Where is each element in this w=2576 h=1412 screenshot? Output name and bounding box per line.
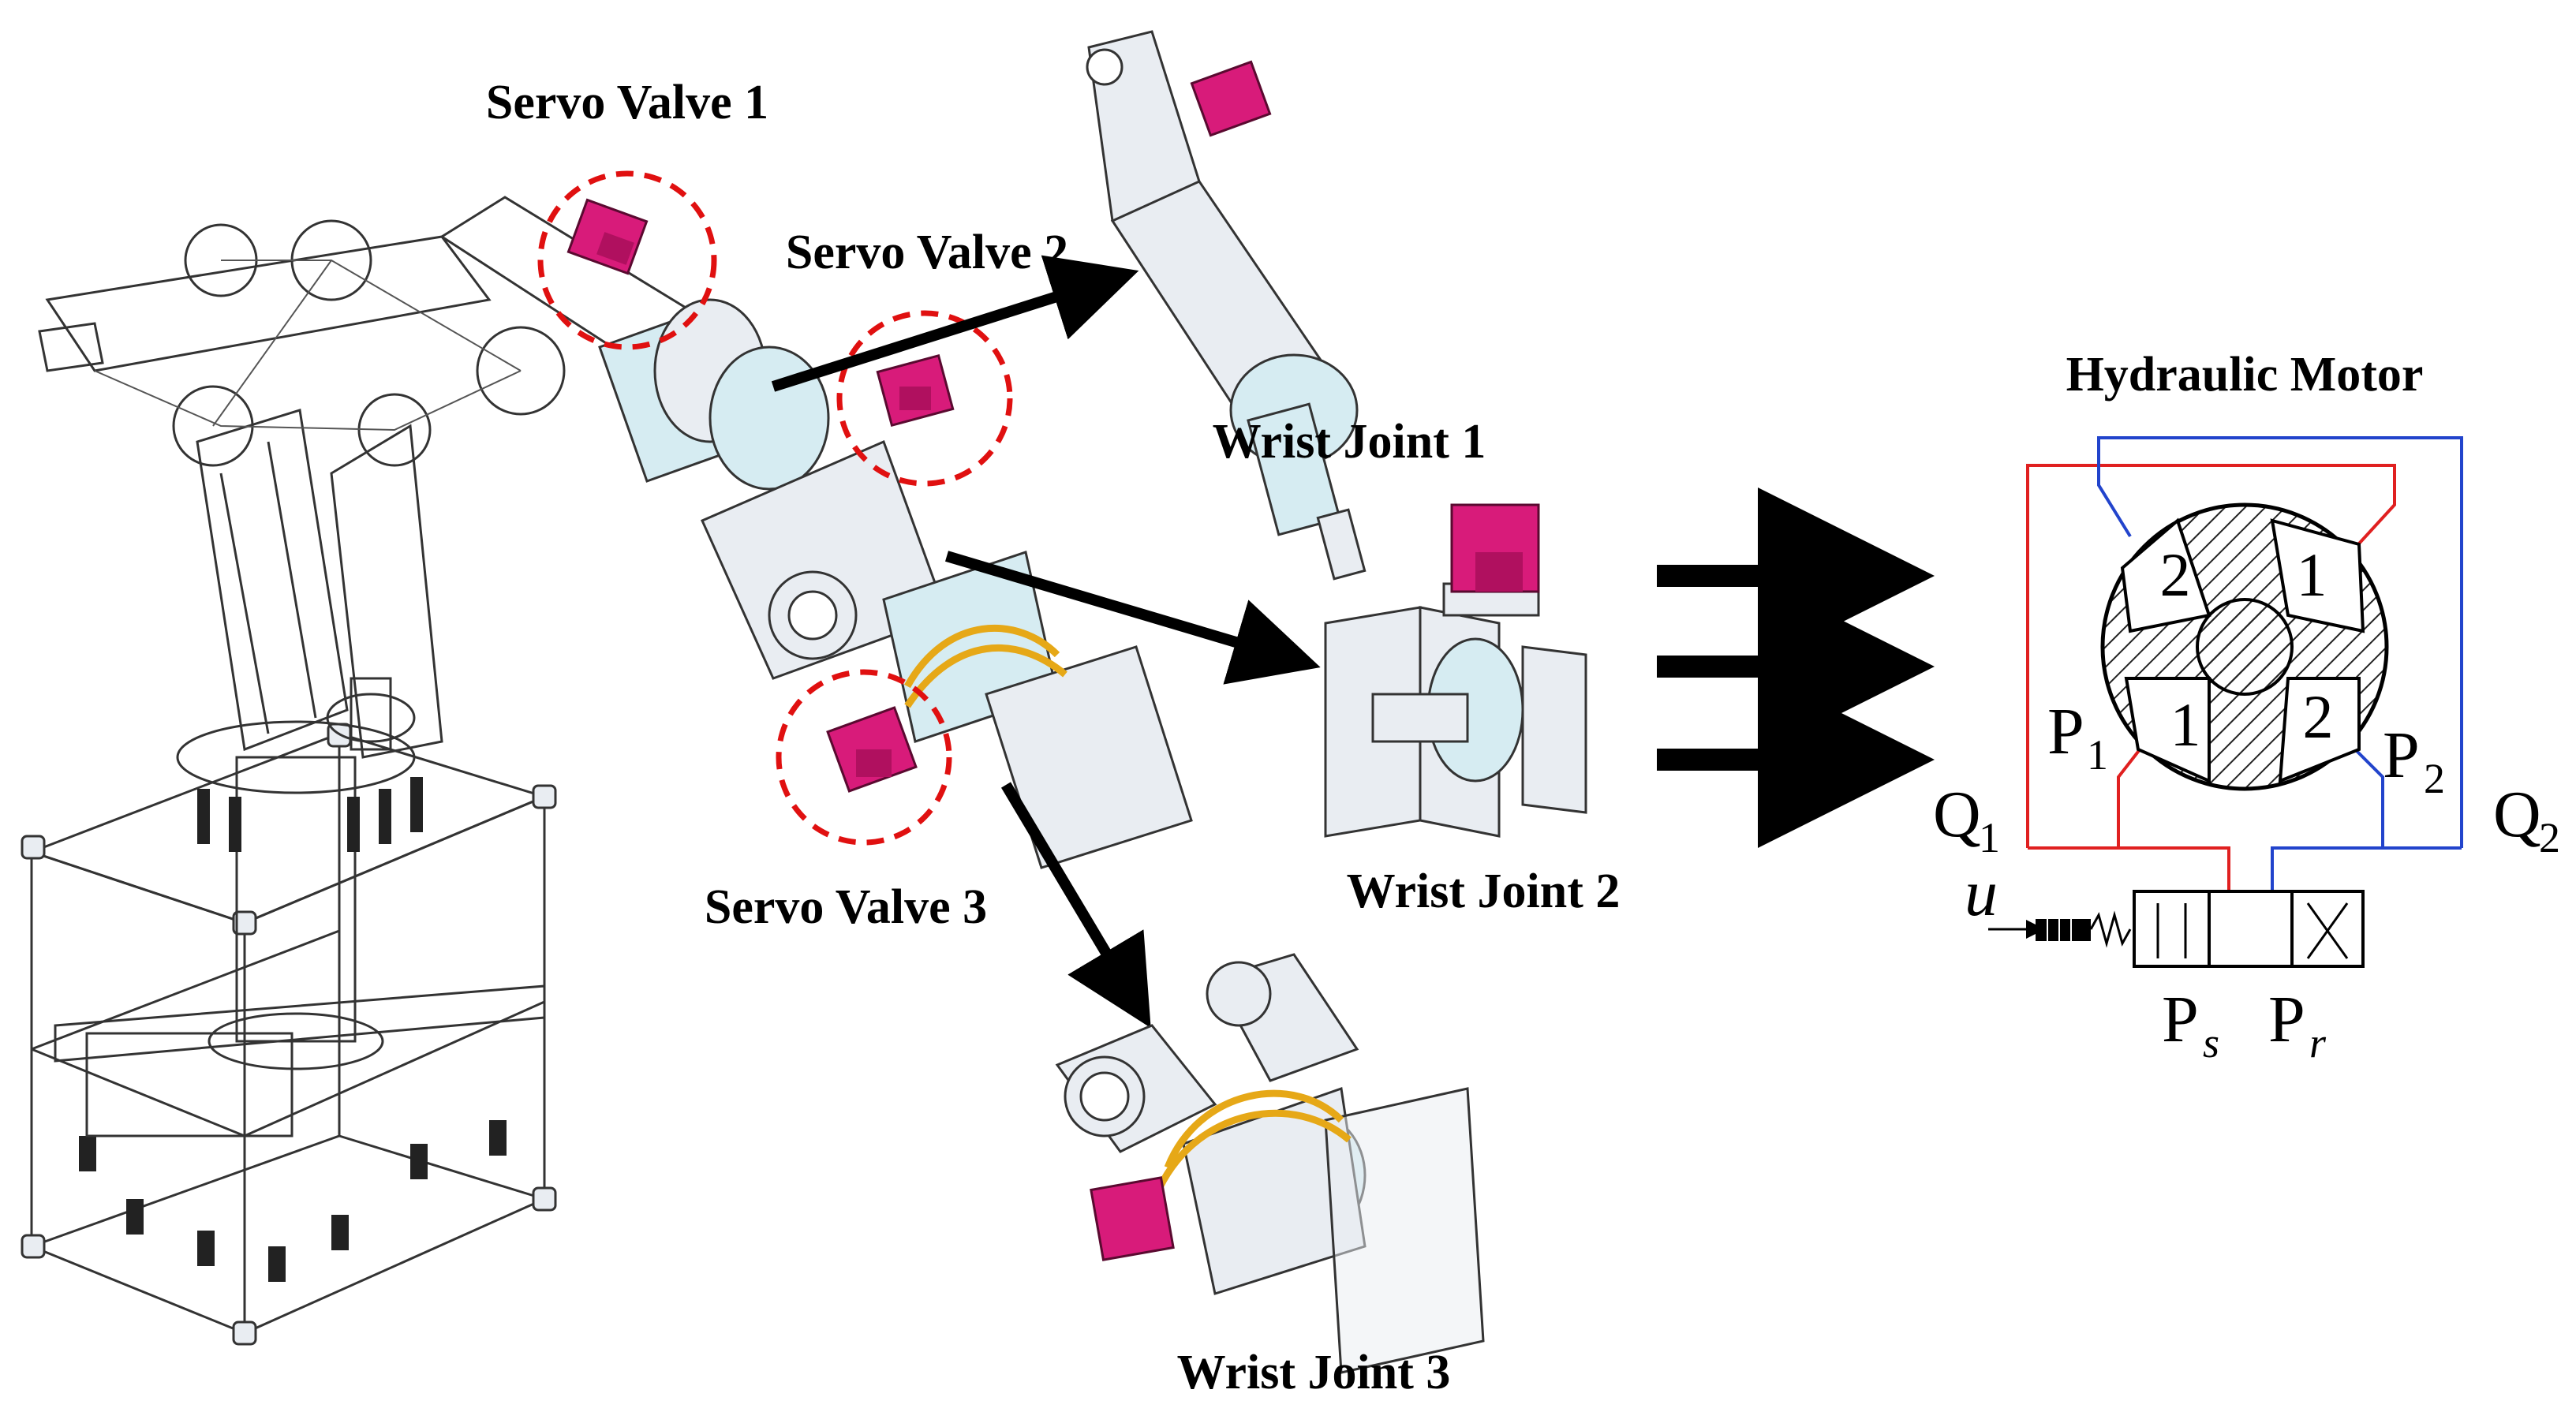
label-servo-valve-3: Servo Valve 3 [705, 880, 987, 934]
hydraulic-motor-schematic: 2 1 1 2 P 1 P 2 Q 1 Q 2 [1933, 436, 2560, 1066]
chamber-label-2-bottom: 2 [2303, 682, 2334, 751]
svg-text:Q: Q [2493, 778, 2541, 851]
wrist-joint-3-model [1055, 953, 1485, 1374]
label-p1: P 1 [2047, 695, 2108, 779]
label-q2: Q 2 [2493, 778, 2560, 861]
conversion-arrows [1657, 487, 1935, 848]
valve-symbol [1988, 890, 2365, 968]
wrist-joint-2-model [1324, 503, 1587, 838]
svg-text:1: 1 [2087, 731, 2108, 779]
arrow-to-wrist-joint-2 [945, 551, 1321, 685]
servo-valve-2-part [876, 354, 955, 427]
label-pr: P r [2268, 983, 2327, 1066]
chamber-label-1-top: 1 [2297, 540, 2327, 609]
svg-text:1: 1 [1979, 814, 2000, 861]
chamber-lower-right [2278, 677, 2361, 784]
servo-valve-3-highlight [776, 669, 952, 846]
svg-text:s: s [2203, 1019, 2219, 1066]
label-u-input: u [1965, 857, 1998, 930]
label-ps: P s [2162, 983, 2219, 1066]
upper-column [196, 409, 443, 759]
label-wrist-joint-1: Wrist Joint 1 [1213, 415, 1486, 469]
svg-text:2: 2 [2539, 814, 2560, 861]
label-q1: Q 1 [1933, 778, 2000, 861]
label-wrist-joint-3: Wrist Joint 3 [1177, 1346, 1451, 1399]
svg-text:P: P [2383, 719, 2420, 792]
return-lines [2097, 436, 2463, 966]
chamber-upper-right [2270, 518, 2365, 633]
servo-valve-1-part [566, 198, 649, 275]
servo-valve-3-part [826, 706, 918, 793]
svg-text:P: P [2047, 695, 2084, 768]
base-bolts [79, 1120, 507, 1282]
chamber-lower-left [2124, 677, 2211, 784]
svg-text:P: P [2268, 983, 2305, 1056]
label-wrist-joint-2: Wrist Joint 2 [1347, 865, 1621, 918]
arrow-to-wrist-joint-3 [1000, 782, 1151, 1029]
label-hydraulic-motor: Hydraulic Motor [2066, 348, 2424, 402]
wrist-joint-1-model [1086, 30, 1367, 581]
robot-arm-assembly [21, 170, 1193, 1346]
label-servo-valve-1: Servo Valve 1 [486, 76, 768, 129]
arrow-to-wrist-joint-1 [771, 255, 1139, 392]
svg-text:Q: Q [1933, 778, 1981, 851]
upper-arm [439, 196, 1193, 869]
motor-shaft [2196, 598, 2294, 696]
shoulder-mechanism [38, 219, 566, 467]
svg-text:P: P [2162, 983, 2199, 1056]
label-p2: P 2 [2383, 719, 2445, 802]
turret-column [85, 720, 423, 1137]
servo-valve-2-highlight [836, 310, 1013, 487]
chamber-label-1-bottom: 1 [2170, 690, 2201, 759]
svg-text:2: 2 [2424, 755, 2445, 802]
label-servo-valve-2: Servo Valve 2 [786, 226, 1068, 279]
supply-lines [2026, 464, 2396, 966]
svg-text:r: r [2309, 1019, 2327, 1066]
chamber-label-2-top: 2 [2160, 540, 2191, 609]
servo-valve-1-highlight [537, 170, 717, 350]
